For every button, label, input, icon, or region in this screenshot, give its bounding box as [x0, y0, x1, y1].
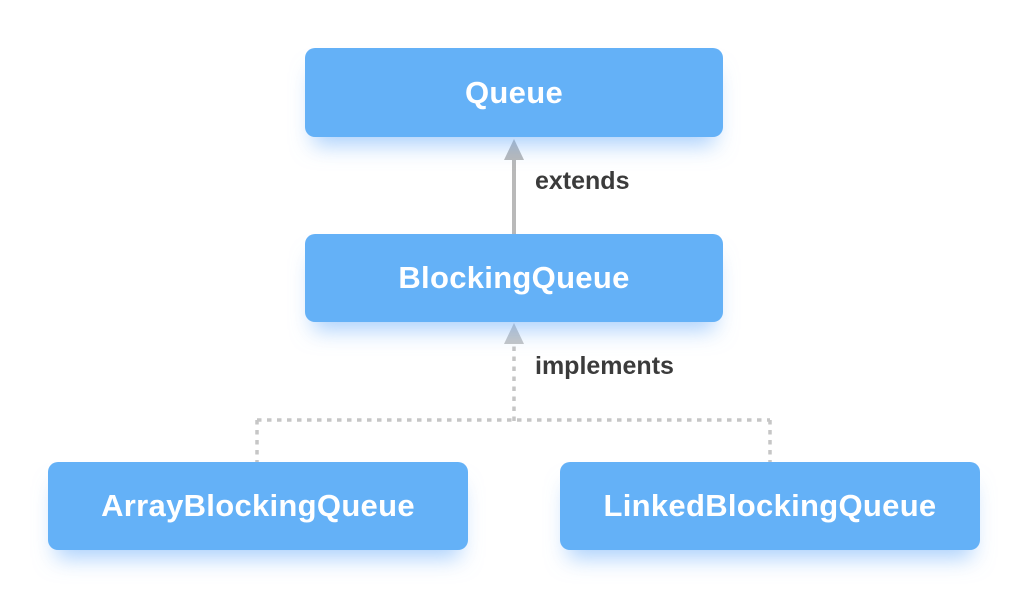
- node-linked-blocking-queue-label: LinkedBlockingQueue: [603, 488, 937, 523]
- node-array-blocking-queue-label: ArrayBlockingQueue: [101, 488, 415, 523]
- node-blocking-queue-label: BlockingQueue: [398, 260, 630, 295]
- node-array-blocking-queue: ArrayBlockingQueue: [48, 462, 468, 550]
- extends-edge-label: extends: [535, 167, 630, 195]
- node-linked-blocking-queue: LinkedBlockingQueue: [560, 462, 980, 550]
- node-blocking-queue: BlockingQueue: [305, 234, 723, 322]
- node-queue: Queue: [305, 48, 723, 137]
- extends-arrow: [504, 139, 524, 236]
- node-queue-label: Queue: [465, 74, 563, 110]
- implements-connector: [255, 323, 772, 462]
- implements-edge-label: implements: [535, 352, 674, 380]
